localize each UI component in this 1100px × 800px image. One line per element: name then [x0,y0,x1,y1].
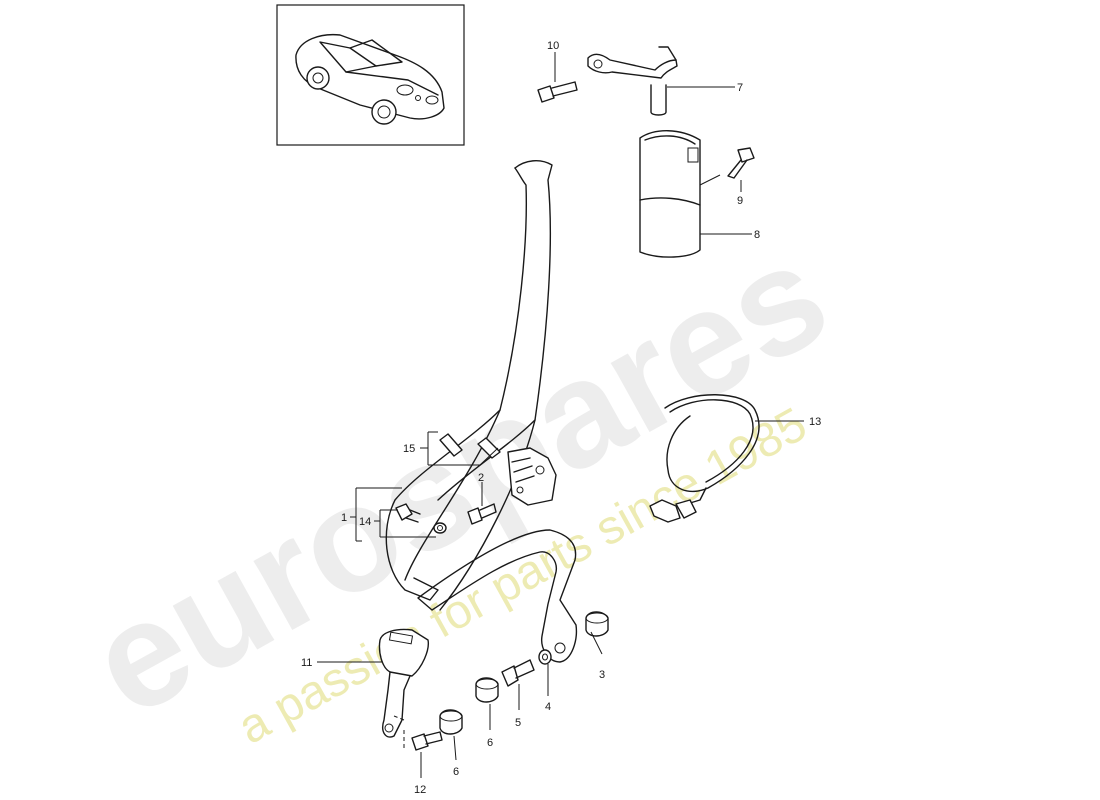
part-11-belt-buckle [378,628,429,738]
part-10-bolt [537,81,578,103]
part-9-screw [727,147,755,179]
shoulder-belt-webbing [385,160,553,611]
callout-4: 4 [545,701,551,713]
part-8-reel-cover [639,130,701,258]
vehicle-thumbnail [276,4,465,146]
part-14-bolt-and-nut [395,503,447,534]
part-6-cap-upper [475,677,499,703]
lap-belt-webbing [417,529,578,663]
callout-12: 12 [414,784,426,796]
convertible-car-icon [295,33,445,125]
callout-2: 2 [478,472,484,484]
callout-10: 10 [547,40,559,52]
callout-9: 9 [737,195,743,207]
callout-14: 14 [359,516,371,528]
leader-lines [317,52,804,778]
part-4-washer [538,649,552,665]
part-5-bolt [501,659,535,687]
callout-8: 8 [754,229,760,241]
callout-15: 15 [403,443,415,455]
part-2-bolt [467,503,497,525]
part-6-cap-lower [439,709,463,735]
part-7-belt-guide [587,46,678,116]
part-3-cap [585,611,609,637]
belt-retractor [507,447,557,506]
callout-6b: 6 [453,766,459,778]
callout-labels: 1 2 3 4 5 6 6 7 8 9 10 11 12 13 14 15 [301,40,821,796]
part-12-bolt [411,731,443,751]
callout-5: 5 [515,717,521,729]
callout-7: 7 [737,82,743,94]
callout-6a: 6 [487,737,493,749]
part-13-cable-harness [649,394,760,523]
callout-3: 3 [599,669,605,681]
callout-1: 1 [341,512,347,524]
callout-13: 13 [809,416,821,428]
part-15-sleeves [439,433,501,459]
callout-11: 11 [301,657,312,669]
